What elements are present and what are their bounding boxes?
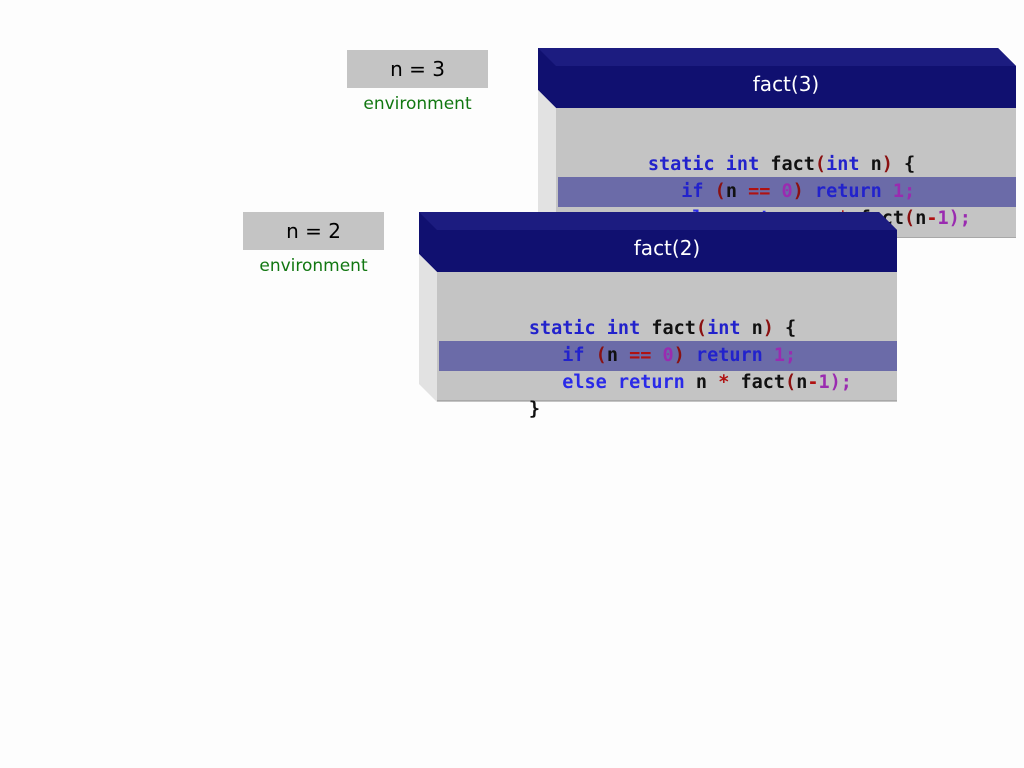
frame-title: fact(3) [752,72,820,96]
code-line-1: static int fact(int n) { [528,318,797,339]
highlighted-line-bar [558,177,1016,207]
stack-frame-fact3: fact(3) static int fact(int n) { if (n =… [538,48,1016,256]
code-line-2: if (n == 0) return 1; [681,181,916,202]
stack-frame-fact2: fact(2) static int fact(int n) { if (n =… [419,212,897,420]
code-line-4: } [528,399,540,420]
code-line-2: if (n == 0) return 1; [562,345,797,366]
code-line-1: static int fact(int n) { [647,154,916,175]
env-value-box: n = 3 [347,50,488,88]
env-label: environment [259,256,368,276]
frame-bevel [419,212,897,402]
env-label: environment [363,94,472,114]
env-value-box: n = 2 [243,212,384,250]
code-line-3: else return n * fact(n-1); [681,208,971,229]
code-line-3: else return n * fact(n-1); [562,372,852,393]
frame-title: fact(2) [633,236,701,260]
highlighted-line-bar [439,341,897,371]
